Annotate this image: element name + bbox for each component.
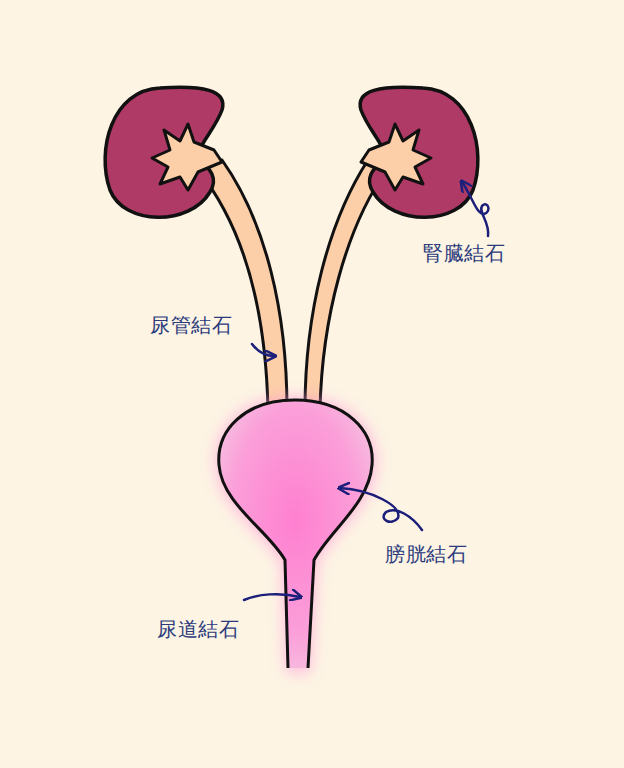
bladder-outline — [219, 400, 372, 668]
left-ureter — [198, 160, 287, 410]
bladder — [219, 400, 372, 668]
bladder-glow — [217, 398, 375, 672]
leader-arrow — [340, 488, 422, 530]
left-kidney — [105, 87, 223, 217]
leader-arrow — [244, 594, 300, 600]
leader-arrow — [252, 344, 274, 356]
part-label: 膀胱結石 — [385, 542, 467, 566]
part-label: 尿道結石 — [157, 617, 239, 641]
part-label: 腎臓結石 — [423, 241, 505, 265]
leader-arrow — [462, 182, 488, 236]
right-kidney — [360, 87, 478, 217]
part-label: 尿管結石 — [150, 313, 232, 337]
